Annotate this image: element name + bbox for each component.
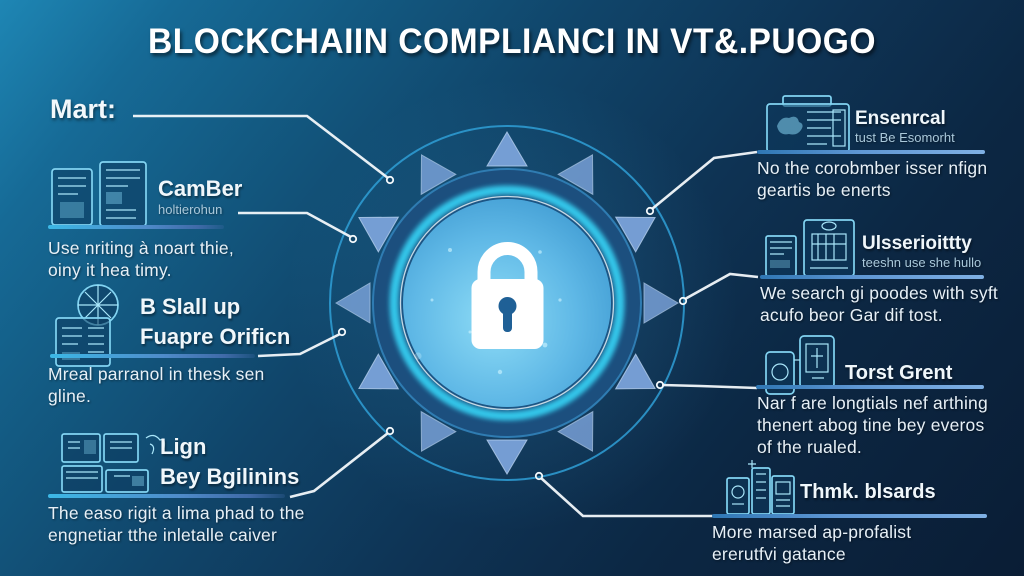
mobile-certificate-icon <box>762 334 842 396</box>
item-body: The easo rigit a lima phad to the engnet… <box>48 503 305 545</box>
direction-arrows <box>335 131 679 475</box>
divider-bar <box>50 354 255 358</box>
documents-icon <box>48 160 152 230</box>
divider-bar <box>756 385 984 389</box>
item-title-line2: Fuapre Orificn <box>140 324 291 349</box>
speckles <box>414 248 562 375</box>
item-body: No the corobmber isser nfign geartis be … <box>757 158 988 200</box>
direction-arrow <box>557 410 594 452</box>
item-title: CamBer <box>158 176 243 201</box>
item-body: More marsed ap-profalist ererutfvi gatan… <box>712 522 912 564</box>
item-body: Nar f are longtials nef arthing thenert … <box>757 393 988 457</box>
item-subtitle: tust Be Esomorht <box>855 130 955 145</box>
direction-arrow <box>420 410 457 452</box>
item-subtitle: teeshn use she hullo <box>862 255 982 270</box>
divider-bar <box>48 494 285 498</box>
direction-arrow <box>486 131 528 167</box>
compass-document-icon <box>52 282 128 372</box>
divider-bar <box>48 225 224 229</box>
item-title: Thmk. blsards <box>800 481 936 503</box>
item-body: Use nriting à noart thie, oiny it hea ti… <box>48 238 234 280</box>
outer-ring <box>329 125 685 481</box>
item-title: Ensenrcal <box>855 108 946 129</box>
direction-arrow <box>557 154 594 196</box>
direction-arrow <box>486 439 528 475</box>
highlight-ring <box>399 195 615 411</box>
direction-arrow <box>614 216 656 253</box>
direction-arrow <box>420 154 457 196</box>
padlock-icon <box>471 242 544 349</box>
item-body: Mreal parranol in thesk sen gline. <box>48 364 265 406</box>
monitor-icon <box>763 94 853 156</box>
glow-ring <box>389 185 625 421</box>
divider-bar <box>757 150 985 154</box>
divider-bar <box>712 514 987 518</box>
direction-arrow <box>358 353 400 390</box>
page-title: BLOCKCHAIIN COMPLIANCI IN VT&.PUOGO <box>147 22 876 61</box>
item-title: Lign <box>160 434 207 459</box>
direction-arrow <box>614 353 656 390</box>
direction-arrow <box>335 282 371 324</box>
item-title: B Slall up <box>140 294 241 319</box>
item-title: Torst Grent <box>845 362 953 384</box>
divider-bar <box>760 275 984 279</box>
network-building-icon <box>58 430 166 498</box>
left-column-label: Mart: <box>50 94 116 124</box>
callout-lines <box>133 114 759 518</box>
item-title-line2: Bey Bgilinins <box>160 464 300 489</box>
item-body: We search gi poodes with syft acufo beor… <box>760 283 998 325</box>
server-monitor-icon <box>762 214 858 278</box>
direction-arrow <box>643 282 679 324</box>
item-subtitle: holtierohun <box>158 202 223 217</box>
item-title: Ulsserioittty <box>862 233 972 254</box>
cabinet-chart-icon <box>722 458 796 518</box>
direction-arrow <box>358 216 400 253</box>
